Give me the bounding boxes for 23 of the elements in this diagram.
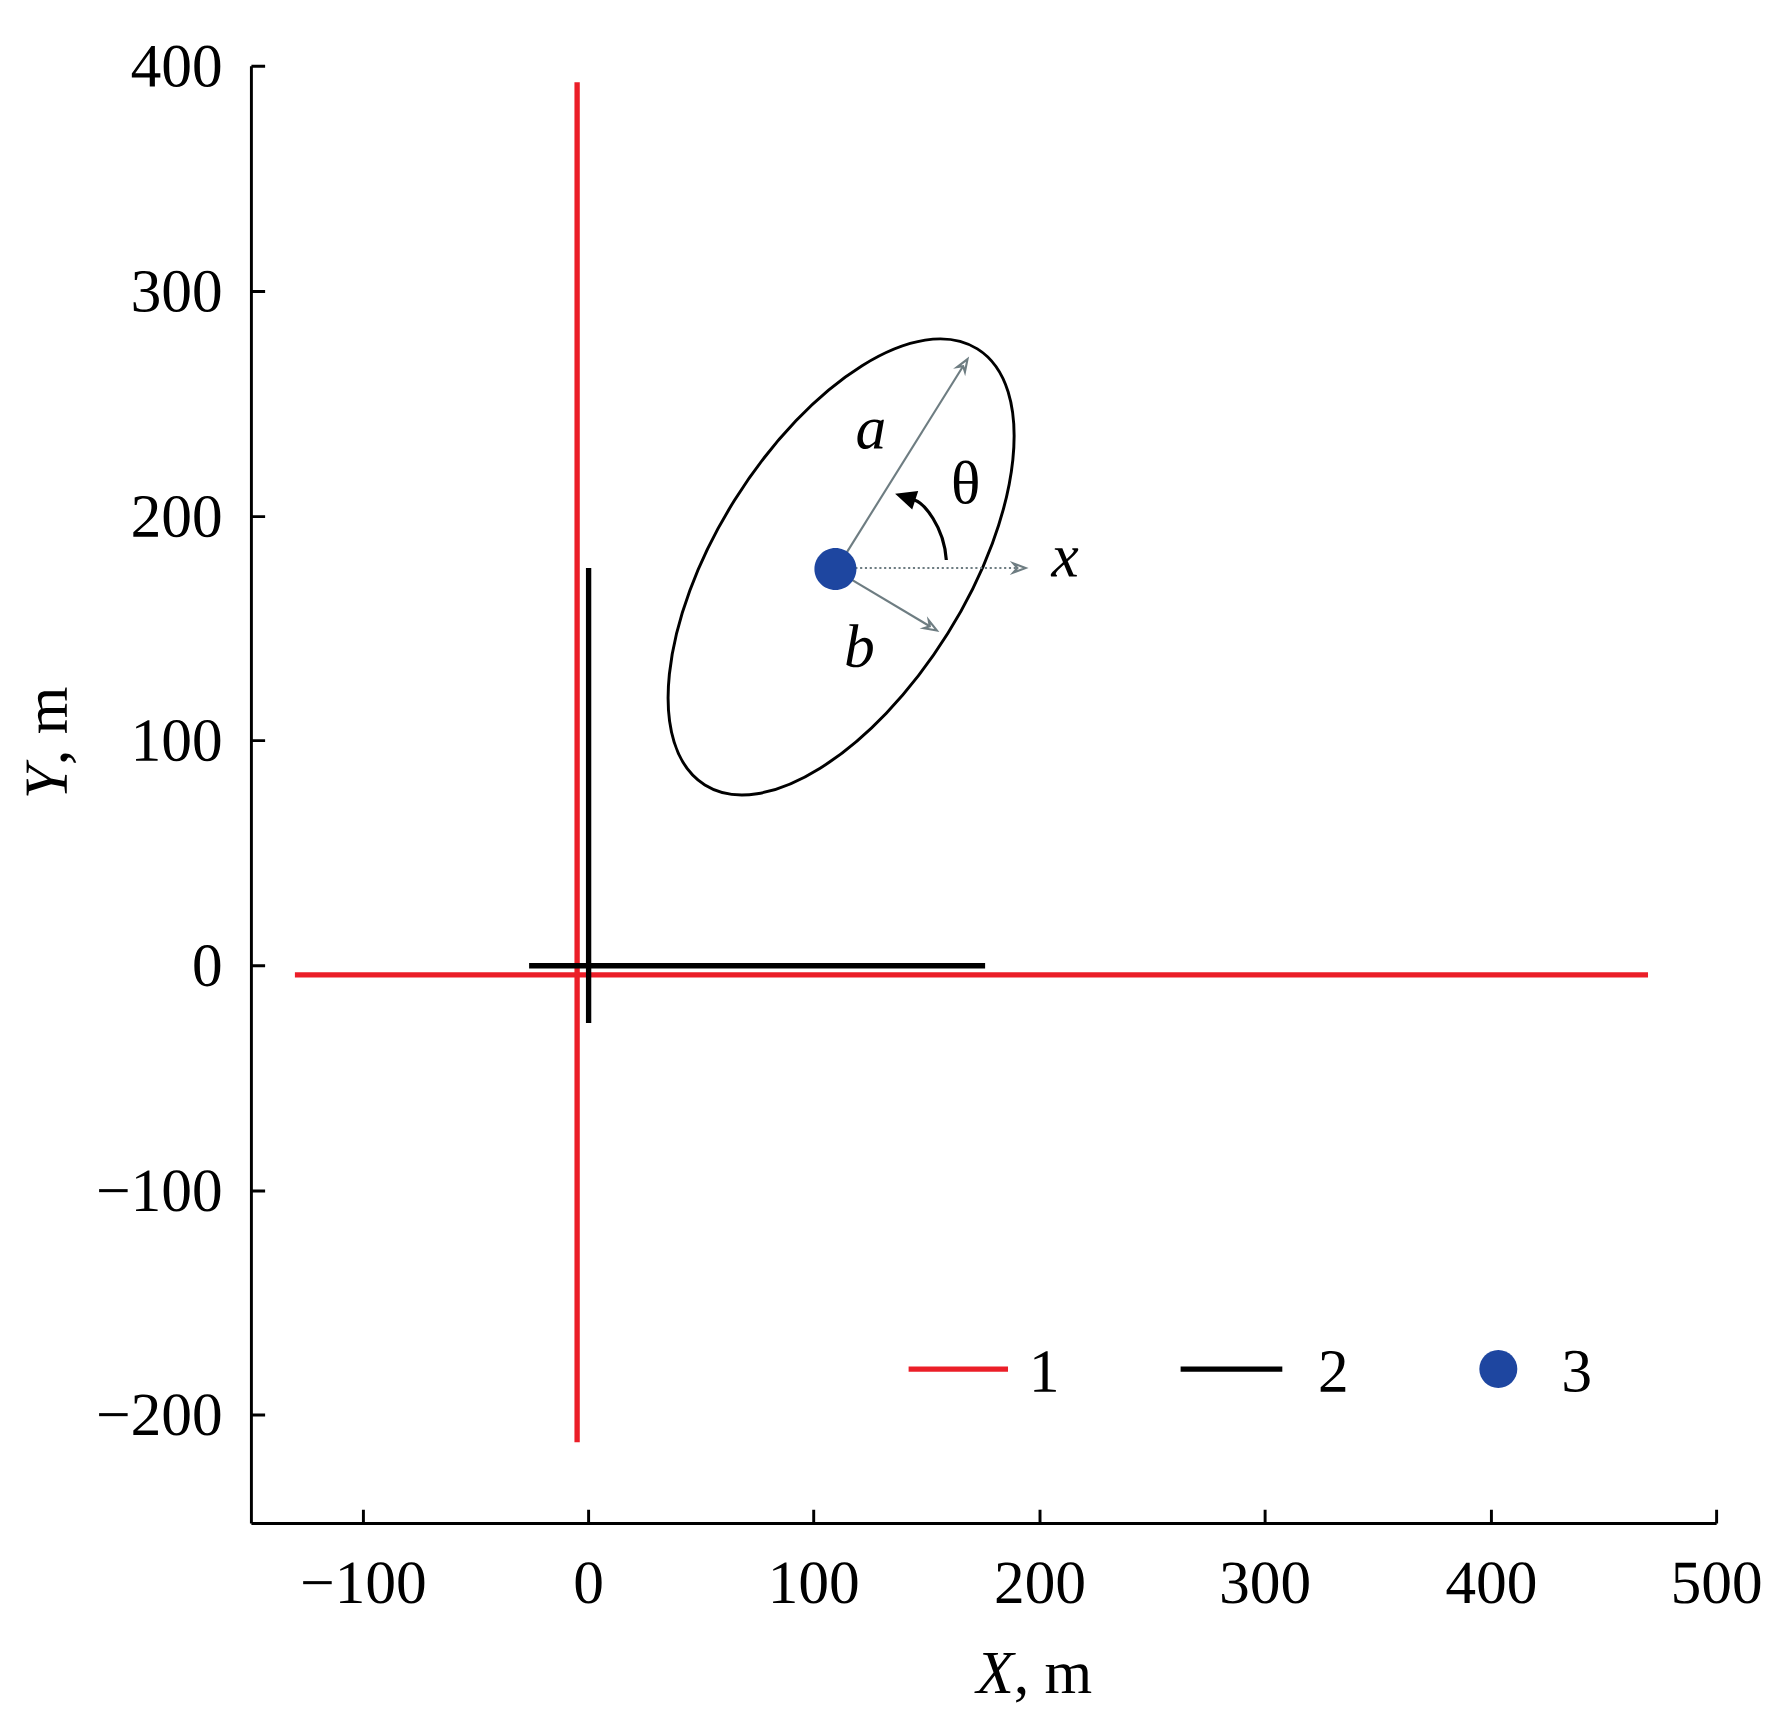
tick-label: 200: [996, 1562, 1084, 1604]
symbol-label: b: [846, 624, 873, 668]
tick-label: 500: [1674, 1562, 1761, 1604]
tick-label: −100: [303, 1562, 425, 1604]
tick-label: 0: [194, 945, 221, 987]
symbol-label: θ: [953, 460, 978, 505]
tick-label: 400: [131, 45, 221, 87]
legend-label: 1: [1034, 1351, 1056, 1392]
tick-label: −100: [99, 1170, 221, 1212]
symbol-label: a: [857, 419, 884, 450]
tick-label: 300: [1222, 1562, 1309, 1604]
tick-label: 200: [133, 495, 221, 538]
tick-label: 100: [773, 1562, 858, 1604]
tick-label: −200: [99, 1394, 221, 1436]
tick-label: 300: [133, 270, 221, 313]
tick-label: 0: [575, 1562, 602, 1604]
axis-title: X, m: [974, 1652, 1092, 1703]
axis-title: Y, m: [26, 687, 77, 796]
symbol-label: x: [1050, 548, 1079, 577]
legend-label: 2: [1320, 1351, 1346, 1392]
tick-label: 400: [1446, 1562, 1536, 1604]
legend-label: 3: [1564, 1350, 1590, 1393]
tick-label: 100: [136, 719, 221, 762]
